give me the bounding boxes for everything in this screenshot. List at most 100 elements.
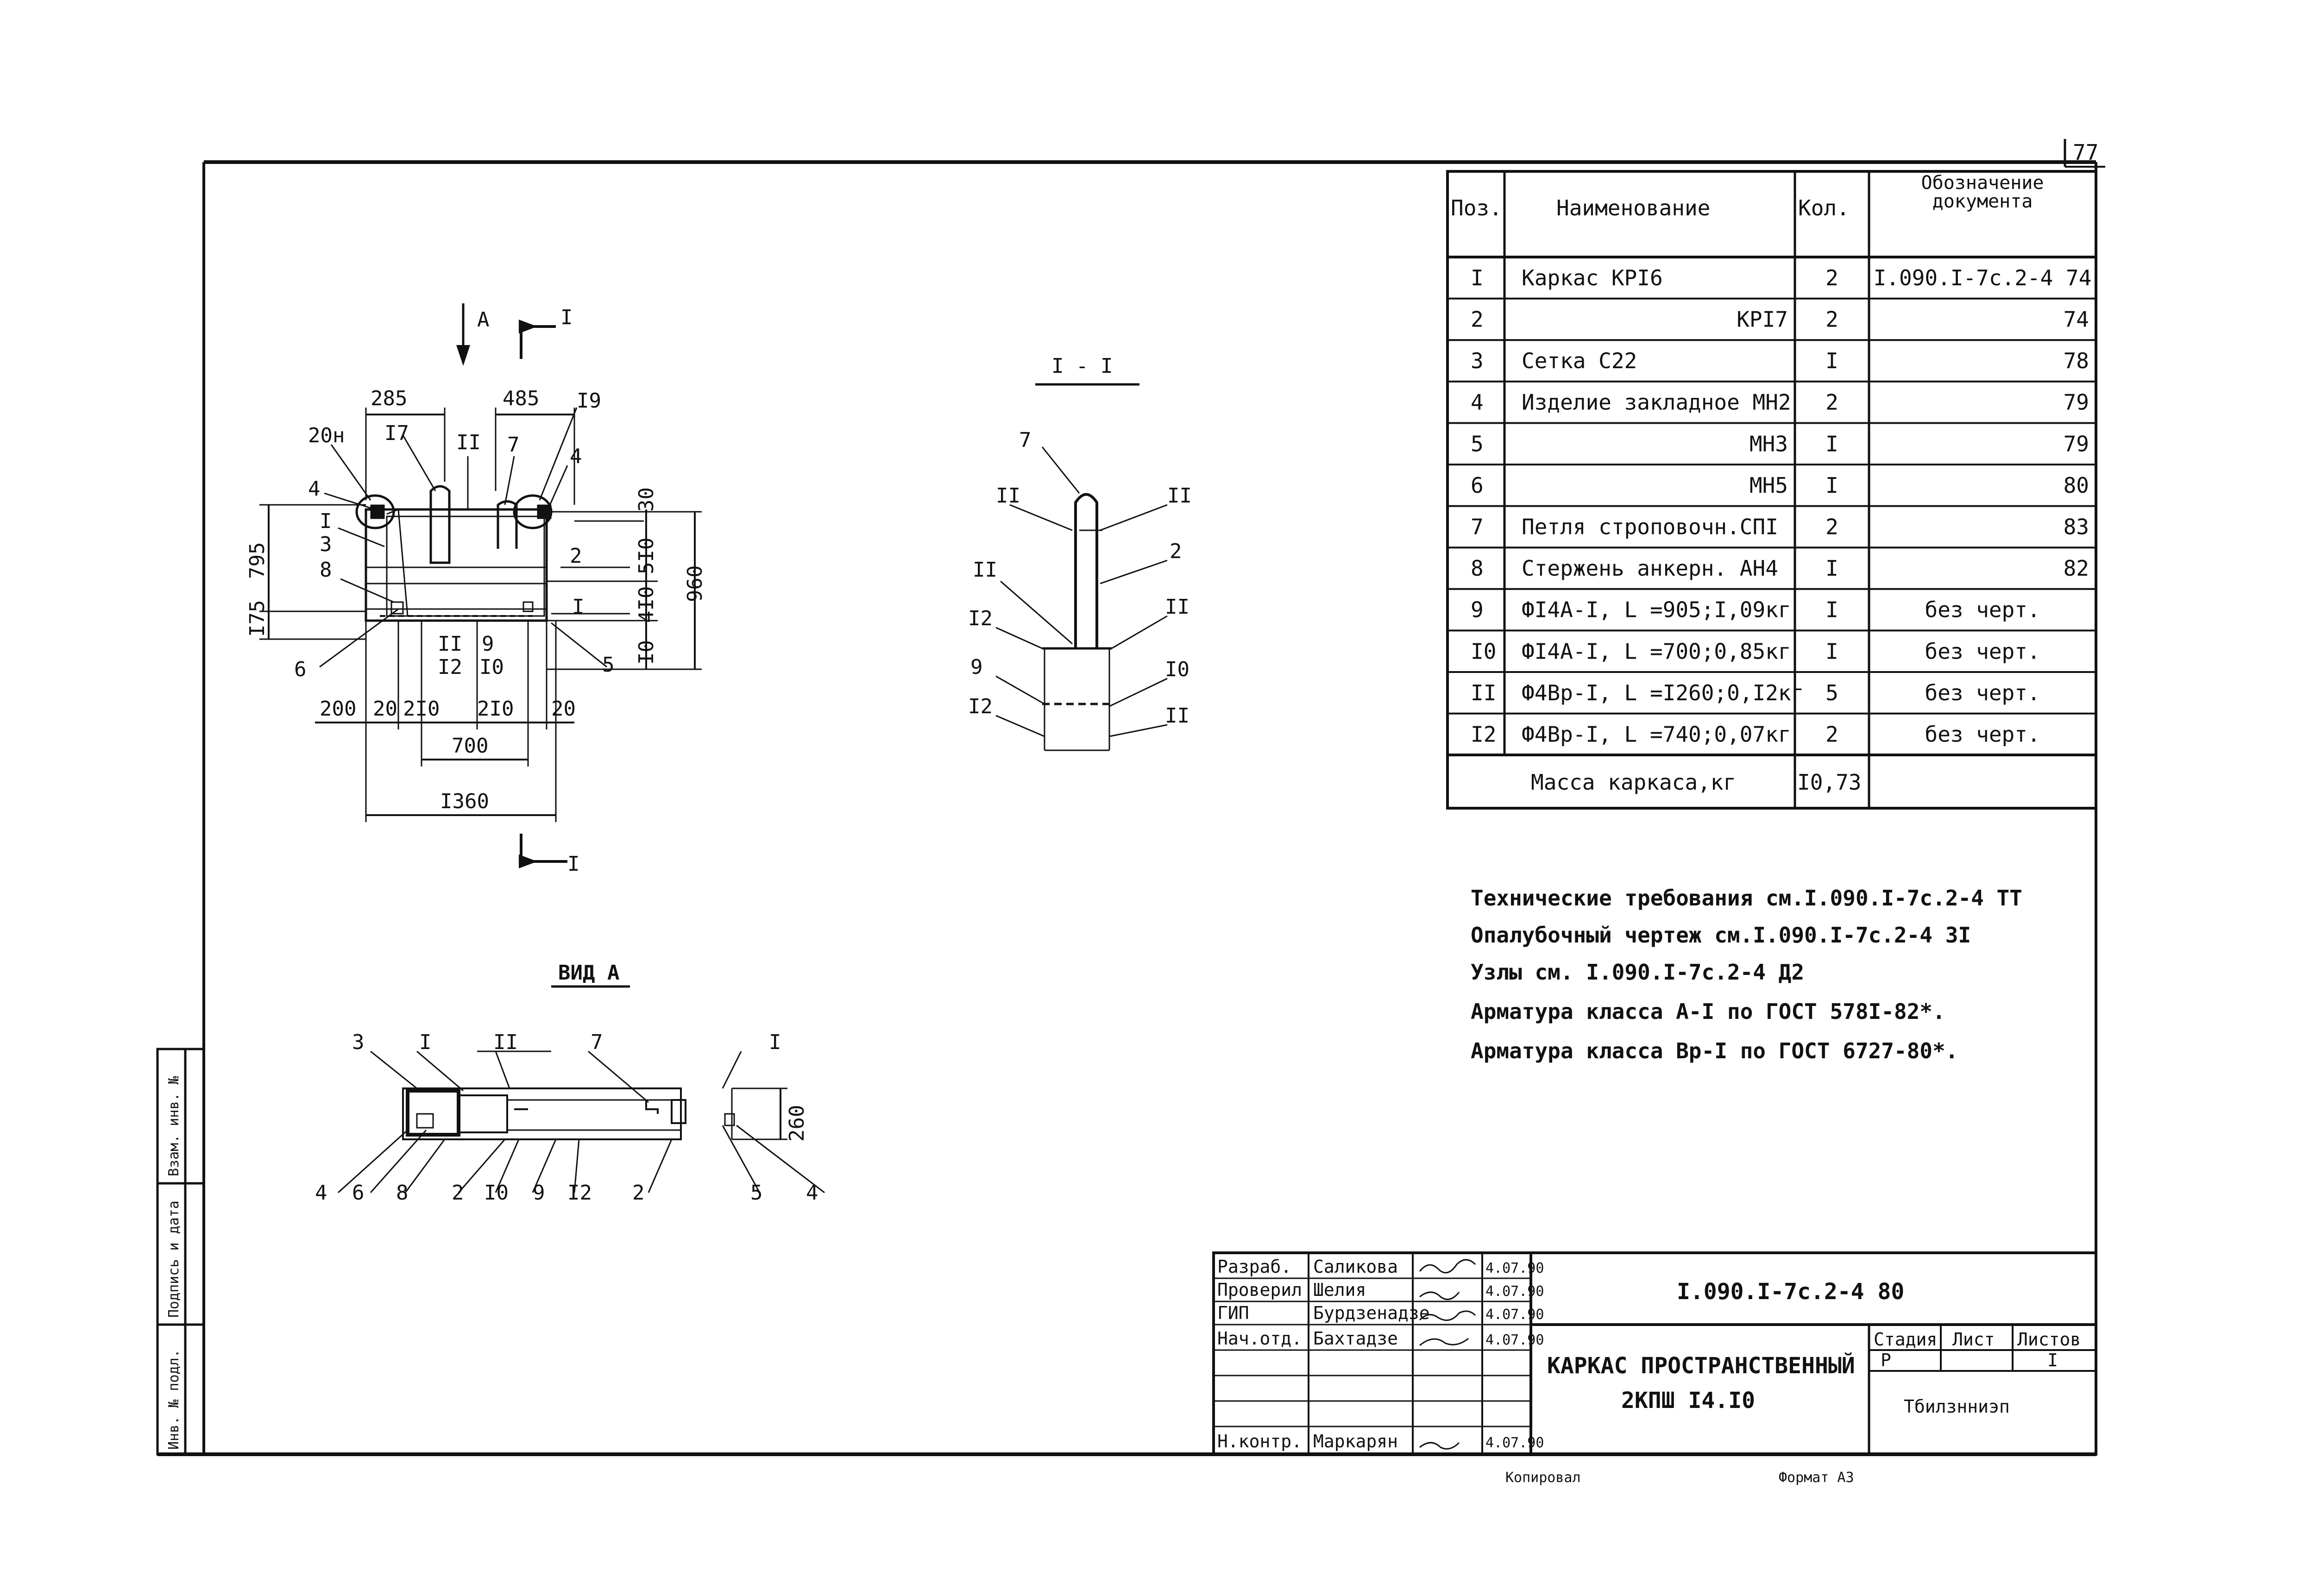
spec-cell-name: Ф4Вр-I, L =I260;0,I2кг: [1522, 680, 1804, 705]
stamp-role: Проверил: [1217, 1280, 1302, 1300]
dim-30: 30: [635, 487, 658, 512]
dim-285: 285: [371, 387, 407, 410]
stamp-role: Н.контр.: [1217, 1431, 1302, 1451]
plan-lbl-3: 3: [320, 533, 332, 556]
spec-cell-pos: 6: [1471, 473, 1484, 498]
dim-20a: 20: [373, 697, 397, 721]
copied-label: Копировал: [1505, 1470, 1581, 1486]
section-lbl-11c: II: [973, 558, 997, 582]
note-1: Технические требования см.I.090.I-7c.2-4…: [1471, 886, 2022, 911]
spec-cell-doc: 78: [2064, 348, 2089, 373]
plan-lbl-12: I2: [438, 655, 462, 679]
dim-960: 960: [683, 566, 707, 602]
section-lbl-11d: II: [1165, 595, 1189, 619]
spec-mass-label: Масса каркаса,кг: [1531, 770, 1736, 795]
dim-700: 700: [452, 734, 488, 758]
dim-210b: 2I0: [477, 697, 514, 721]
spec-cell-qty: I: [1825, 473, 1838, 498]
view-a-lbl-4a: 4: [315, 1181, 327, 1205]
spec-cell-pos: I: [1471, 265, 1484, 290]
spec-cell-qty: I: [1825, 597, 1838, 622]
section-view: [995, 383, 1168, 751]
spec-cell-pos: 7: [1471, 515, 1484, 540]
side-stamp-ref-label: Взам. инв. №: [166, 1076, 182, 1176]
sheet-code: I.090.I-7c.2-4 80: [1677, 1279, 1904, 1305]
view-a-dim-260: 260: [785, 1105, 809, 1142]
spec-cell-qty: 2: [1825, 515, 1838, 540]
spec-cell-qty: 2: [1825, 265, 1838, 290]
section-lbl-7: 7: [1019, 428, 1032, 452]
spec-cell-name: Ф4Вр-I, L =740;0,07кг: [1522, 722, 1791, 747]
section-lbl-11a: II: [996, 484, 1020, 508]
plan-lbl-5: 5: [602, 653, 615, 677]
spec-cell-pos: 5: [1471, 431, 1484, 456]
dim-795: 795: [245, 542, 269, 579]
stamp-name: Саликова: [1313, 1257, 1398, 1277]
spec-cell-pos: I0: [1471, 639, 1496, 664]
plan-lbl-19: I9: [577, 389, 601, 413]
side-stamp-sign-label: Подпись и дата: [166, 1200, 182, 1318]
section-lbl-10: I0: [1165, 658, 1189, 681]
spec-cell-pos: 4: [1471, 390, 1484, 415]
spec-cell-doc: 82: [2064, 556, 2089, 581]
stamp-date: 4.07.90: [1485, 1332, 1544, 1348]
plan-lbl-9: 9: [482, 632, 494, 656]
view-a-lbl-6: 6: [352, 1181, 365, 1205]
dim-10: I0: [635, 640, 658, 665]
section-title: I - I: [1051, 354, 1113, 378]
format-label: Формат А3: [1779, 1470, 1854, 1486]
plan-lbl-2: 2: [570, 544, 582, 568]
dim-510: 5I0: [635, 538, 658, 574]
note-3: Узлы см. I.090.I-7c.2-4 Д2: [1471, 960, 1804, 985]
stamp-role: Нач.отд.: [1217, 1328, 1302, 1349]
view-a-lbl-3: 3: [352, 1030, 365, 1054]
section-lbl-11b: II: [1167, 484, 1192, 508]
sheet-title-line1: КАРКАС ПРОСТРАНСТВЕННЫЙ: [1547, 1352, 1855, 1379]
dim-210a: 2I0: [403, 697, 440, 721]
spec-cell-pos: 3: [1471, 348, 1484, 373]
stamp-date: 4.07.90: [1485, 1307, 1544, 1323]
plan-view: [259, 303, 702, 868]
plan-lbl-11: II: [456, 431, 481, 454]
stage-label: Стадия: [1874, 1329, 1937, 1350]
spec-cell-qty: I: [1825, 431, 1838, 456]
view-a-labels: ВИД А 260 3 I II 7 I 4 6 8 2 I0 9 I2 2 5…: [315, 961, 818, 1205]
spec-header-pos: Поз.: [1451, 195, 1502, 220]
view-a-lbl-2b: 2: [632, 1181, 645, 1205]
spec-cell-doc: 79: [2064, 431, 2089, 456]
organization: Тбилзнниэп: [1904, 1396, 2010, 1417]
note-4: Арматура класса А-I по ГОСТ 578I-82*.: [1471, 999, 1945, 1024]
spec-cell-name: Каркас КРI6: [1522, 265, 1663, 290]
stamp-date: 4.07.90: [1485, 1283, 1544, 1300]
spec-header-name: Наименование: [1556, 195, 1710, 220]
view-a-lbl-11: II: [493, 1030, 518, 1054]
sheets-label: Листов: [2017, 1329, 2081, 1350]
section-mark-bottom: I: [567, 852, 580, 876]
spec-cell-doc: 79: [2064, 390, 2089, 415]
spec-cell-doc: без черт.: [1925, 597, 2040, 622]
spec-cell-name: Сетка С22: [1522, 348, 1637, 373]
stamp-name: Бахтадзе: [1313, 1328, 1398, 1349]
dim-1360: I360: [440, 790, 489, 813]
dim-175: I75: [245, 600, 269, 637]
section-lbl-2: 2: [1170, 540, 1182, 563]
spec-cell-qty: I: [1825, 348, 1838, 373]
section-lbl-9: 9: [970, 655, 983, 679]
technical-notes: Технические требования см.I.090.I-7c.2-4…: [1471, 886, 2022, 1063]
plan-view-labels: А I I 285 485 30 5I0 4I0 I0 960 795 I75 …: [245, 306, 707, 876]
plan-lbl-17: I7: [384, 421, 409, 445]
view-a-lbl-1a: I: [419, 1030, 432, 1054]
plan-lbl-1b: I: [572, 595, 585, 619]
spec-mass-value: I0,73: [1797, 770, 1861, 795]
spec-cell-qty: 5: [1825, 680, 1838, 705]
view-a-lbl-10: I0: [484, 1181, 509, 1205]
spec-cell-qty: 2: [1825, 307, 1838, 332]
note-5: Арматура класса Вр-I по ГОСТ 6727-80*.: [1471, 1038, 1958, 1063]
page-number: 77: [2073, 140, 2098, 165]
plan-lbl-11b: II: [438, 632, 462, 656]
sheet-title-line2: 2КПШ I4.I0: [1621, 1388, 1755, 1414]
spec-cell-qty: 2: [1825, 722, 1838, 747]
view-a-lbl-12: I2: [567, 1181, 592, 1205]
plan-lbl-8: 8: [320, 558, 332, 582]
